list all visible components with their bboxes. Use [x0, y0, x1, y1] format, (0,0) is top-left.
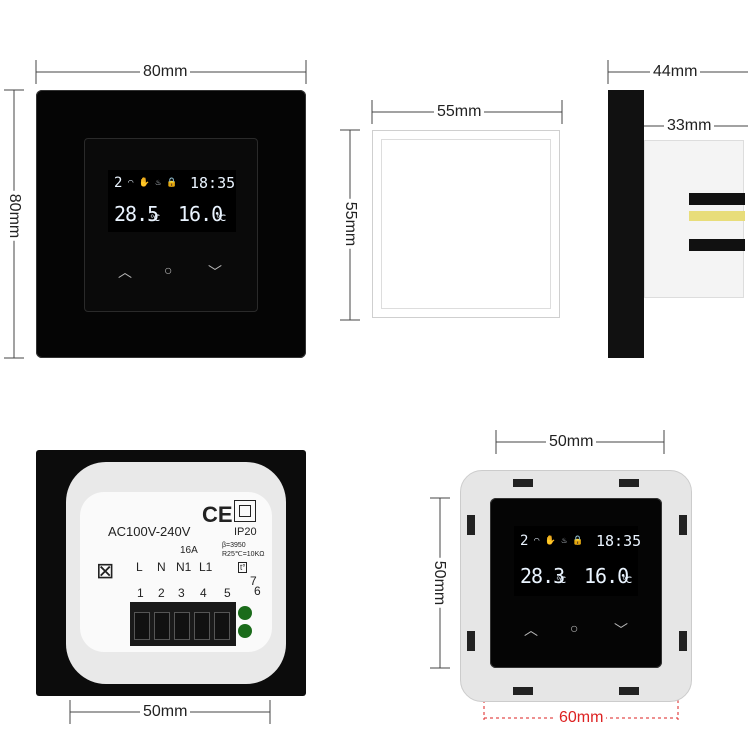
power-circle-icon[interactable]: ○ — [570, 620, 579, 636]
ip-rating: IP20 — [234, 526, 257, 538]
lcd-display: 2 ◠ ✋ ♨ 🔒 18:35 28.5 ℃ 16.0 ℃ — [108, 170, 236, 232]
mounting-frame — [372, 130, 560, 318]
power-circle-icon[interactable]: ○ — [164, 262, 173, 278]
weee-bin-icon: ⊠ — [96, 558, 115, 583]
sensor-beta: β=3950 — [222, 542, 246, 549]
mounting-frame-inner — [381, 139, 551, 309]
sensor-terminal — [238, 624, 252, 638]
thermostat-back-panel — [36, 450, 306, 696]
chevron-down-icon[interactable]: ﹀ — [208, 264, 222, 280]
terminal-number: 2 — [158, 586, 165, 600]
terminal-name: L1 — [199, 560, 213, 574]
terminal-number: 6 — [254, 584, 261, 598]
wifi-icon: ◠ ✋ ♨ 🔒 — [128, 178, 178, 188]
terminal-number: 5 — [224, 586, 231, 600]
frame-width-label: 55mm — [434, 103, 485, 121]
thermostat-front-panel: 2 ◠ ✋ ♨ 🔒 18:35 28.5 ℃ 16.0 ℃ ︿ ○ ﹀ — [36, 90, 306, 358]
lcd-time: 18:35 — [190, 174, 236, 192]
sensor-icon: t° — [238, 562, 248, 573]
double-insulation-icon — [234, 500, 256, 522]
lcd-temp-right-unit: ℃ — [216, 214, 227, 224]
terminal-screw — [154, 612, 170, 640]
module-mount-label: 60mm — [556, 709, 607, 727]
lcd-mode: 2 — [114, 175, 123, 191]
module-lcd-mode: 2 — [520, 533, 529, 549]
module-lcd-temp-right-unit: ℃ — [622, 576, 633, 586]
module-lcd-temp-left-unit: ℃ — [556, 576, 567, 586]
chevron-up-icon[interactable]: ︿ — [524, 622, 538, 638]
terminal-name: L — [136, 560, 143, 574]
terminal-screw — [194, 612, 210, 640]
side-view-body — [644, 140, 745, 298]
lcd-temp-right: 16.0 — [178, 202, 223, 226]
module-lcd-time: 18:35 — [596, 532, 642, 550]
side-depth-label: 44mm — [650, 63, 701, 81]
module-width-label: 50mm — [546, 433, 597, 451]
module-lcd-display: 2 ◠ ✋ ♨ 🔒 18:35 28.3 ℃ 16.0 ℃ — [514, 526, 642, 596]
side-vent — [689, 239, 745, 251]
sensor-terminal — [238, 606, 252, 620]
terminal-screw — [214, 612, 230, 640]
side-label-strip — [689, 211, 745, 221]
module-front-panel: 2 ◠ ✋ ♨ 🔒 18:35 28.3 ℃ 16.0 ℃ ︿ ○ ﹀ — [490, 498, 662, 668]
terminal-name: N — [157, 560, 166, 574]
module-lcd-temp-right: 16.0 — [584, 564, 629, 588]
frame-height-label: 55mm — [341, 198, 360, 250]
front-height-label: 80mm — [5, 190, 24, 242]
side-body-label: 33mm — [664, 117, 715, 135]
ce-mark: CE — [202, 502, 233, 527]
side-view-panel — [608, 90, 644, 358]
terminal-number: 4 — [200, 586, 207, 600]
terminal-name: N1 — [176, 560, 192, 574]
lcd-temp-left: 28.5 — [114, 202, 159, 226]
sensor-r25: R25℃=10KΩ — [222, 551, 265, 558]
voltage-text: AC100V-240V — [108, 524, 191, 539]
module-lcd-temp-left: 28.3 — [520, 564, 565, 588]
terminal-screw — [174, 612, 190, 640]
chevron-down-icon[interactable]: ﹀ — [614, 622, 628, 638]
terminal-number: 3 — [178, 586, 185, 600]
module-height-label: 50mm — [430, 557, 449, 609]
lcd-temp-left-unit: ℃ — [150, 214, 161, 224]
wifi-icon: ◠ ✋ ♨ 🔒 — [534, 536, 584, 546]
terminal-screw — [134, 612, 150, 640]
current-rating: 16A — [180, 545, 198, 556]
terminal-number: 7 — [250, 574, 257, 588]
chevron-up-icon[interactable]: ︿ — [118, 264, 132, 280]
terminal-number: 1 — [137, 586, 144, 600]
side-vent — [689, 193, 745, 205]
back-width-label: 50mm — [140, 703, 191, 721]
front-width-label: 80mm — [140, 63, 191, 81]
